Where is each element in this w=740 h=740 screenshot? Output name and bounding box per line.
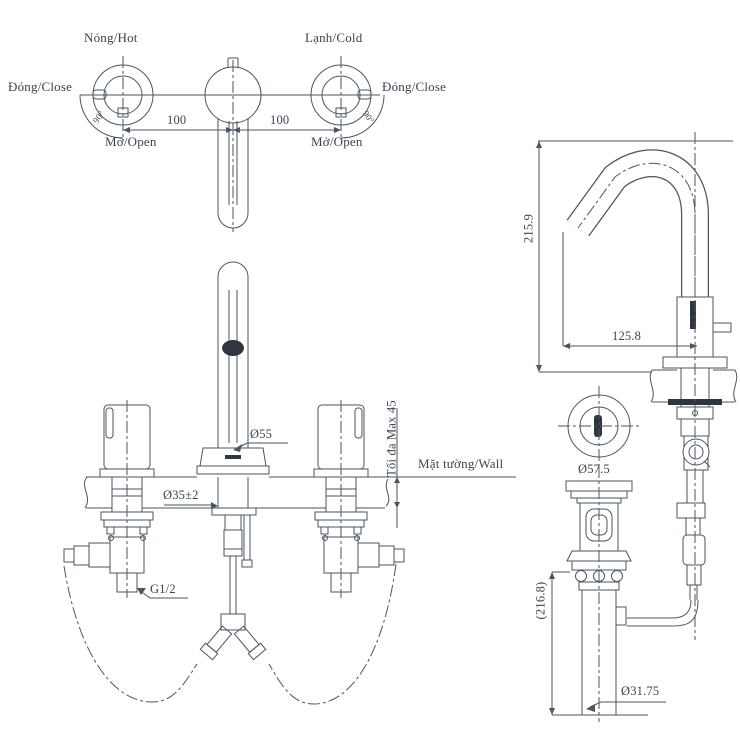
plan-view [79, 56, 385, 232]
reach-dimension [562, 232, 697, 349]
reach-value: 125.8 [612, 329, 642, 343]
cold-supply-hose [268, 563, 397, 705]
y-connector [220, 613, 246, 631]
close-left-label: Đóng/Close [8, 79, 73, 94]
g12-leader [137, 588, 188, 599]
drain-pipe-dia-label: Ø31.75 [621, 684, 660, 698]
pipe-dia-leader [586, 701, 666, 712]
side-lever-tab [712, 322, 732, 333]
max45-dimension [394, 408, 400, 528]
spout-front [196, 261, 270, 475]
drain-flange-dia-label: Ø57.5 [578, 462, 610, 476]
deck-section [83, 476, 516, 509]
spacing-right-value: 100 [270, 113, 290, 127]
center-shank-assembly [63, 477, 397, 705]
front-view [63, 261, 516, 705]
spout-base-dia-label: Ø55 [250, 427, 273, 441]
hot-handle-top-view [79, 56, 154, 140]
hot-label: Nóng/Hot [84, 30, 138, 45]
handle-detail-top-view [558, 386, 640, 466]
spacing-left-value: 100 [167, 113, 187, 127]
spacing-dimension [123, 127, 341, 133]
spout-top-view [204, 57, 262, 232]
drain-length-label: (216.8) [533, 581, 548, 620]
dia35-leader [164, 502, 218, 509]
side-view [536, 132, 738, 722]
height-dimension [536, 140, 733, 373]
thread-size-label: G1/2 [150, 582, 176, 596]
dia55-leader [233, 442, 288, 452]
cold-handle-front [313, 400, 405, 598]
deck-section-side [649, 368, 738, 407]
open-right-label: Mở/Open [311, 134, 363, 149]
cold-rotation-arc [340, 94, 385, 139]
height-value: 215.9 [521, 213, 536, 244]
hot-rotation-arc [79, 94, 124, 139]
brand-logo-mark [222, 340, 244, 356]
hole-dia-label: Ø35±2 [163, 488, 199, 502]
spout-axis-centerline [577, 162, 696, 358]
popup-control-knob [682, 438, 710, 466]
close-right-label: Đóng/Close [382, 79, 447, 94]
hot-supply-hose [63, 565, 198, 703]
max-thickness-label: Tối đa Max 45 [384, 400, 399, 477]
cold-handle-top-view [310, 56, 385, 140]
open-left-label: Mở/Open [105, 134, 157, 149]
drain-length-dimension [549, 571, 648, 716]
underdeck-assembly-side [627, 132, 714, 640]
wall-label: Mặt tường/Wall [418, 456, 504, 471]
cold-label: Lạnh/Cold [305, 30, 363, 45]
lift-rod-port [615, 606, 627, 626]
hot-handle-front [63, 400, 155, 598]
